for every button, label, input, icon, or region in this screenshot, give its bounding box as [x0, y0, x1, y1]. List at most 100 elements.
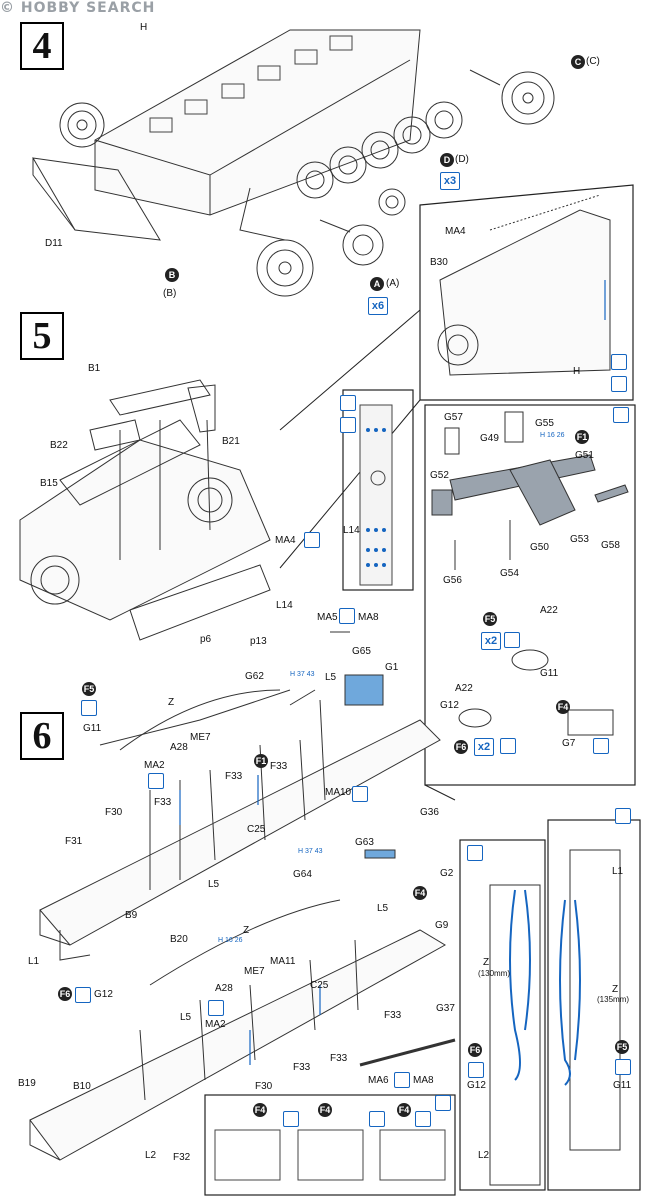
cement-icon [81, 700, 97, 716]
glue-drop-icon [208, 1000, 224, 1016]
cement-icon [468, 1062, 484, 1078]
part-letter-badge: F4 [413, 886, 427, 900]
part-label: MA2 [205, 1019, 226, 1030]
part-label: MA8 [358, 612, 379, 623]
part-label: G55 [535, 418, 554, 429]
part-letter-badge: D [440, 153, 454, 167]
part-label: G52 [430, 470, 449, 481]
paint-brush-icon [435, 1095, 451, 1111]
part-letter-badge: B [165, 268, 179, 282]
part-label: G11 [540, 668, 559, 679]
step-number-6: 6 [20, 712, 64, 760]
part-label: MA5 [317, 612, 338, 623]
part-label: F33 [225, 771, 243, 782]
cement-icon [394, 1072, 410, 1088]
part-label: L5 [325, 672, 337, 683]
part-label: G63 [355, 837, 374, 848]
part-label: Z [243, 925, 250, 936]
cement-icon [415, 1111, 431, 1127]
quantity-badge: x2 [481, 632, 501, 650]
part-label: ME7 [244, 966, 265, 977]
part-label: F30 [105, 807, 123, 818]
part-label: L1 [28, 956, 40, 967]
part-label: p13 [250, 636, 267, 647]
cement-icon [339, 608, 355, 624]
part-label: G62 [245, 671, 264, 682]
part-label: L5 [208, 879, 220, 890]
part-letter-badge: F5 [483, 612, 497, 626]
paint-code: H 16 26 [540, 432, 565, 439]
part-label: G51 [575, 450, 594, 461]
part-label: B19 [18, 1078, 36, 1089]
part-letter-badge: F4 [397, 1103, 411, 1117]
paint-brush-icon [613, 407, 629, 423]
cement-icon [283, 1111, 299, 1127]
paint-brush-icon [611, 376, 627, 392]
part-letter-badge: F6 [468, 1043, 482, 1057]
glue-drop-icon [611, 354, 627, 370]
part-letter-badge: F1 [254, 754, 268, 768]
part-label: F31 [65, 836, 83, 847]
part-letter-badge: C [571, 55, 585, 69]
part-letter-badge: F4 [253, 1103, 267, 1117]
paint-code: H 37 43 [298, 848, 323, 855]
part-label: B15 [40, 478, 58, 489]
part-letter-badge: F6 [58, 987, 72, 1001]
drybrush-icon [593, 738, 609, 754]
part-label: G57 [444, 412, 463, 423]
part-label: L2 [478, 1150, 490, 1161]
part-label: G11 [613, 1080, 632, 1091]
paint-brush-icon [340, 395, 356, 411]
part-label: L1 [612, 866, 624, 877]
part-label: B21 [222, 436, 240, 447]
step-number-5: 5 [20, 312, 64, 360]
part-label: G7 [562, 738, 576, 749]
drybrush-icon [500, 738, 516, 754]
part-label: A28 [170, 742, 188, 753]
part-letter-badge: F6 [454, 740, 468, 754]
part-label: G9 [435, 920, 449, 931]
part-label: MA6 [368, 1075, 389, 1086]
part-label: G65 [352, 646, 371, 657]
watermark-logo: © HOBBY SEARCH [0, 0, 156, 16]
part-label: MA8 [413, 1075, 434, 1086]
part-label: G37 [436, 1003, 455, 1014]
part-label: A22 [455, 683, 473, 694]
part-label: G36 [420, 807, 439, 818]
part-label: MA4 [275, 535, 296, 546]
part-label: F33 [293, 1062, 311, 1073]
part-label: ME7 [190, 732, 211, 743]
part-label: (C) [586, 56, 600, 67]
glue-drop-icon [304, 532, 320, 548]
part-label: G12 [440, 700, 459, 711]
part-label: (A) [386, 278, 400, 289]
part-label: MA4 [445, 226, 466, 237]
part-label: F30 [255, 1081, 273, 1092]
part-label: G56 [443, 575, 462, 586]
part-label: G12 [94, 989, 113, 1000]
part-letter-badge: F5 [82, 682, 96, 696]
part-label: G50 [530, 542, 549, 553]
part-label: G53 [570, 534, 589, 545]
part-label: MA10 [325, 787, 352, 798]
part-label: L14 [343, 525, 360, 536]
cement-icon [369, 1111, 385, 1127]
part-label: C25 [247, 824, 266, 835]
glue-drop-icon [148, 773, 164, 789]
part-label: B9 [125, 910, 138, 921]
part-label: G64 [293, 869, 312, 880]
part-label: L2 [145, 1150, 157, 1161]
part-label: C25 [310, 980, 329, 991]
quantity-badge: x6 [368, 297, 388, 315]
part-label: B22 [50, 440, 68, 451]
part-letter-badge: F5 [615, 1040, 629, 1054]
part-label: (D) [455, 154, 469, 165]
part-label: F32 [173, 1152, 191, 1163]
paint-code: H 16 26 [218, 937, 243, 944]
part-label: G49 [480, 433, 499, 444]
part-label: L5 [180, 1012, 192, 1023]
paint-code: H 37 43 [290, 671, 315, 678]
quantity-badge: x3 [440, 172, 460, 190]
part-label: Z [483, 957, 490, 968]
